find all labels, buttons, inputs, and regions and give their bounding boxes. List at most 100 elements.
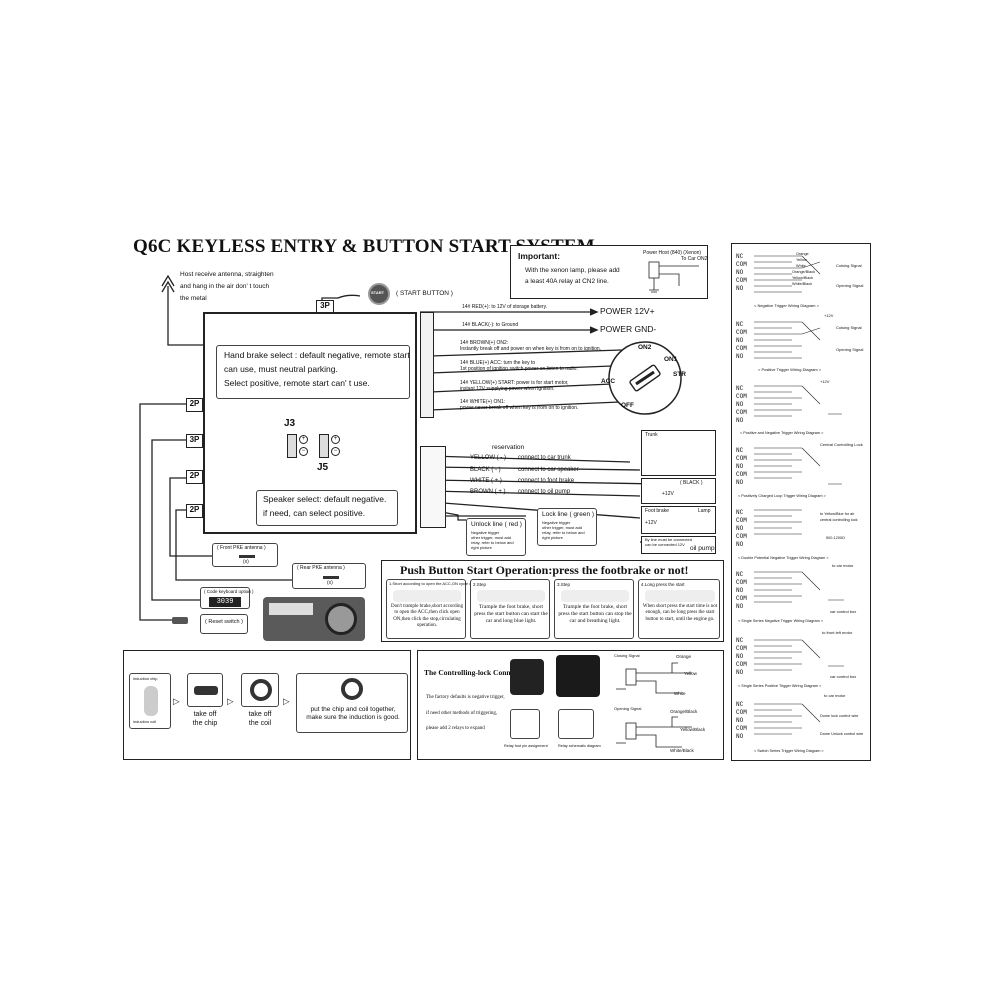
coil-ring-icon [325, 603, 357, 635]
connector-2p-a: 2P [186, 398, 203, 412]
op-step-4: 4.Long press the start When short press … [638, 579, 720, 639]
take-off-coil-caption: take off the coil [248, 711, 272, 727]
wire-white-pos-target: connect to foot brake [518, 478, 575, 484]
op-step-2-image [477, 590, 545, 602]
start-button-label: START [371, 290, 385, 295]
term-com-4b: COM [736, 471, 747, 478]
term-com-7: COM [736, 645, 747, 652]
term-com-3: COM [736, 393, 747, 400]
code-keyboard[interactable]: ( Code keyboard option ) 3039 [200, 587, 254, 609]
closing-signal-label: Closing Signal [614, 653, 640, 658]
rear-pke-sub: (x) [327, 580, 333, 586]
term-no-3b: NO [736, 417, 744, 424]
unlock-line-title: Unlock line ( red ) [471, 521, 522, 528]
term-no-8b: NO [736, 733, 744, 740]
connector-2p-c: 2P [186, 504, 203, 518]
s8-lock-wire: Dome lock control wire [820, 714, 859, 718]
combined-coil-icon [341, 678, 363, 700]
unlock-desc-1: Negative trigger [471, 530, 500, 535]
term-no-5: NO [736, 525, 744, 532]
ignition-off: OFF [621, 402, 634, 409]
wire-white-desc: power never break off when key is from o… [460, 405, 579, 411]
reset-switch-label: ( Reset switch ) [205, 619, 243, 625]
unlock-desc-4: right picture [471, 545, 492, 550]
start-button[interactable]: START [368, 283, 390, 305]
speaker-note-line1: Speaker select: default negative. [263, 494, 387, 504]
term-no-2b: NO [736, 353, 744, 360]
section-title-7: < Single Series Positive Trigger Wiring … [738, 684, 822, 688]
op-step-3-body: Trample the foot brake, short press the … [558, 604, 632, 624]
connector-2p-b: 2P [186, 470, 203, 484]
reset-switch[interactable]: ( Reset switch ) [200, 614, 248, 634]
wire-red-label: 14# RED(+): to 12V of storage battery. [462, 304, 548, 310]
trunk-label: Trunk [645, 432, 658, 438]
s5-note-1: to Yellow/Blue for air [820, 512, 855, 516]
term-nc-3: NC [736, 385, 744, 392]
front-antenna-icon [239, 555, 255, 558]
ignition-on2: ON2 [638, 344, 652, 351]
op-step-2-head: 2.Step [473, 582, 487, 587]
wire-black-label: 14# BLACK(-): to Ground [462, 322, 519, 328]
front-pke-antenna: ( Front PKE antenna ) (x) [212, 543, 278, 567]
unlock-desc-3: relay, refer to below and [471, 540, 514, 545]
term-no-1: NO [736, 269, 744, 276]
antenna-note-line1: Host receive antenna, straighten [180, 271, 274, 278]
j3-pin-positive-icon: + [299, 435, 308, 444]
term-no-2: NO [736, 337, 744, 344]
important-heading: Important: [518, 251, 561, 261]
lock-line-box: Lock line ( green ) Negative trigger oth… [537, 508, 597, 546]
section-title-3: < Positive and Negative Trigger Wiring D… [740, 431, 824, 435]
code-keyboard-display: 3039 [209, 597, 241, 607]
term-no-7b: NO [736, 669, 744, 676]
s2-12v: +12V [824, 313, 834, 318]
s7-control-box: car control box [830, 674, 857, 679]
unlock-line-box: Unlock line ( red ) Negative trigger oth… [466, 518, 526, 556]
controlling-lock-line2: if need other methods of triggering, [426, 711, 498, 716]
antenna-note-line3: the metal [180, 295, 207, 302]
reset-plug-icon [172, 617, 188, 624]
induction-device-icon [144, 686, 158, 716]
op-step-1-body: Don't trample brake,short according to o… [391, 604, 463, 628]
relay-photo-2 [556, 655, 600, 697]
power-gnd-label: POWER GND- [600, 324, 657, 334]
term-nc-2: NC [736, 321, 744, 328]
sig-orange: Orange [796, 252, 809, 256]
section-title-5: < Double Potential Negative Trigger Wiri… [738, 556, 829, 560]
jumper-j5[interactable] [319, 434, 329, 458]
term-com-6b: COM [736, 595, 747, 602]
sig-yellow: Yellow [796, 258, 807, 262]
relay-diagram-icon [648, 261, 699, 293]
term-com-2b: COM [736, 345, 747, 352]
s1-opening: Opening Signal [836, 283, 864, 288]
induction-photo-box: induction chip induction coil [129, 673, 171, 729]
wire-brown-label: 14# BROWN(+) ON2: [460, 340, 509, 346]
term-nc-7: NC [736, 637, 744, 644]
front-pke-label: ( Front PKE antenna ) [217, 545, 266, 551]
orange-label: Orange [676, 654, 692, 659]
jumper-j3[interactable] [287, 434, 297, 458]
chip-photo [187, 673, 223, 707]
s3-12v: +12V [820, 379, 830, 384]
term-no-4: NO [736, 463, 744, 470]
lock-desc-1: Negative trigger [542, 520, 571, 525]
term-no-6: NO [736, 587, 744, 594]
foot-brake-diagram-box: Foot brake +12V Lamp [641, 506, 716, 534]
important-box: Important: With the xenon lamp, please a… [510, 245, 708, 299]
s8-motor: to car motor [824, 693, 846, 698]
wire-brown-desc: Instantly break off and power on when ke… [460, 346, 602, 352]
hand-brake-note-box: Hand brake select : default negative, re… [216, 345, 410, 399]
s7-motor: to front left motor [822, 630, 853, 635]
important-diagram-label2: To Car ON2 [681, 256, 708, 262]
term-nc-6: NC [736, 571, 744, 578]
wire-black-neg: BLACK ( - ) [470, 467, 501, 473]
relay-caption-1: Relay foot pin assignment [504, 744, 548, 748]
wire-white-pos: WHITE ( + ) [470, 478, 502, 484]
relay-photo-1 [510, 659, 544, 695]
section-title-4: < Positively Charged Loop Trigger Wiring… [738, 494, 826, 498]
op-step-2-body: Trample the foot brake, short press the … [474, 604, 548, 624]
controlling-lock-line1: The factory defaults is negative trigger… [426, 695, 505, 700]
lock-desc-2: other trigger, must add [542, 525, 583, 530]
white-black-label: White/Black [670, 748, 694, 753]
s6-motor: to car motor [832, 563, 854, 568]
